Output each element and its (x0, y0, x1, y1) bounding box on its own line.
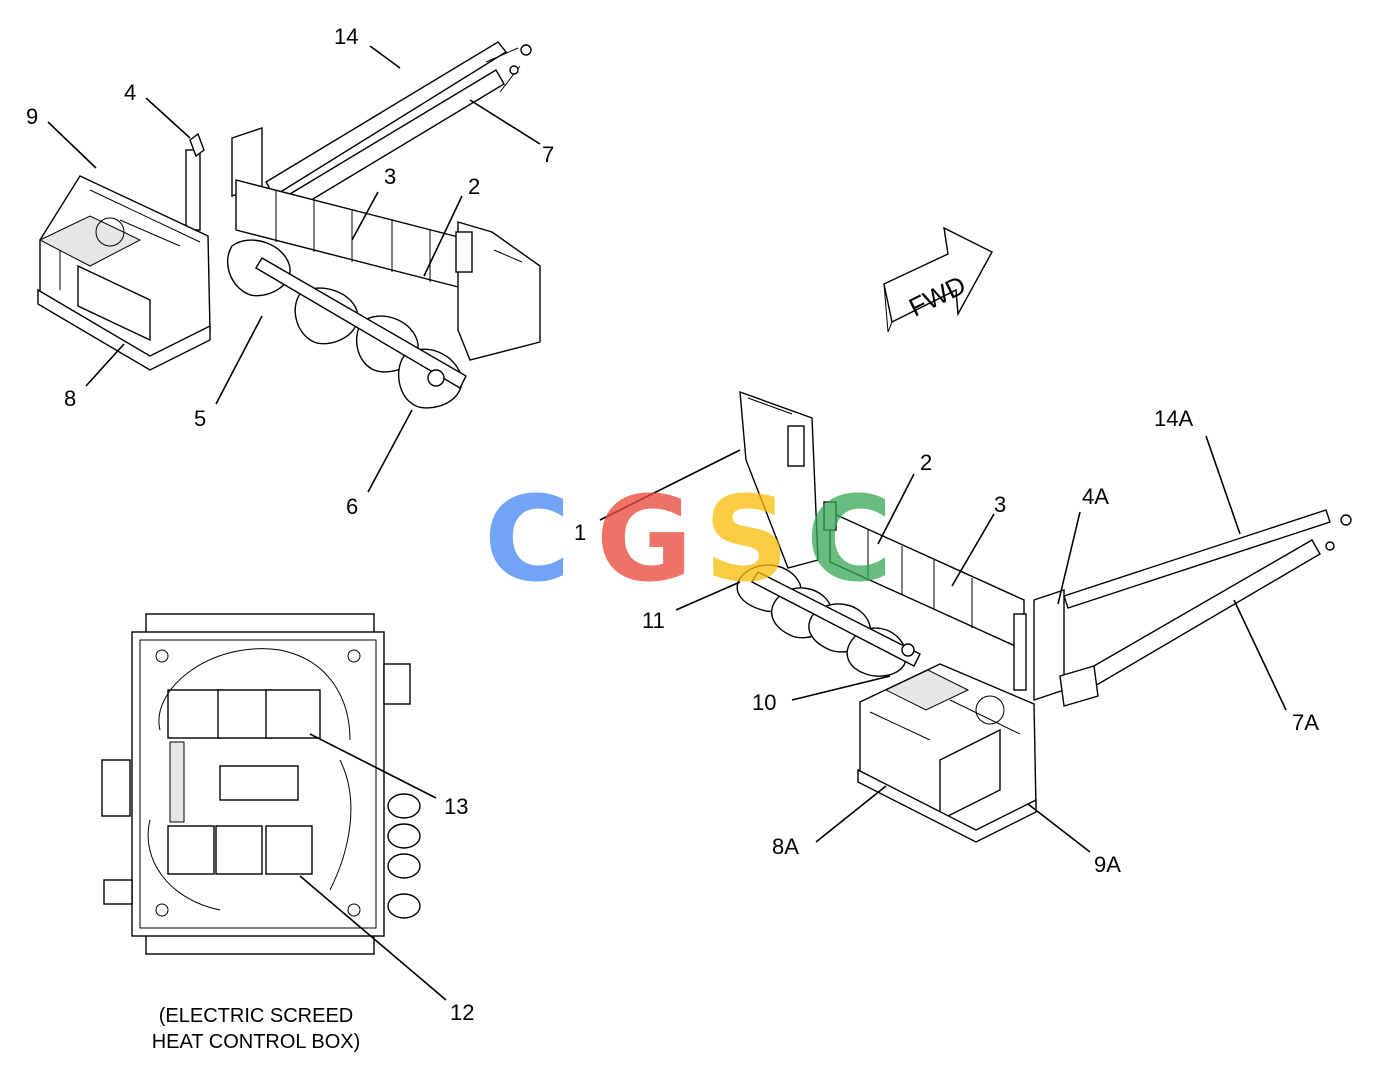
leader-lines (47, 45, 1287, 1001)
right-auger-assembly (736, 390, 1352, 843)
callout-12: 12 (450, 1000, 474, 1025)
callout-4: 4 (124, 80, 136, 105)
callout-8A: 8A (772, 834, 799, 859)
callout-8: 8 (64, 386, 76, 411)
caption-line-2: HEAT CONTROL BOX) (152, 1031, 361, 1053)
callout-labels: 14 4 9 7 3 2 8 5 6 14A 1 2 3 4A 11 10 7A… (26, 24, 1319, 1025)
left-auger-assembly (37, 41, 541, 409)
callout-3-right: 3 (994, 492, 1006, 517)
callout-11: 11 (642, 608, 665, 633)
callout-13: 13 (444, 794, 468, 819)
watermark-logo: C G S C (484, 470, 893, 608)
fwd-direction-arrow: FWD (883, 226, 993, 333)
watermark-letter-c1: C (484, 470, 571, 608)
callout-14A: 14A (1154, 406, 1193, 431)
callout-10: 10 (752, 690, 776, 715)
callout-9: 9 (26, 104, 38, 129)
control-box-caption: (ELECTRIC SCREED HEAT CONTROL BOX) (152, 1005, 361, 1053)
watermark-letter-s: S (704, 470, 789, 608)
callout-2-right: 2 (920, 450, 932, 475)
watermark-letter-c2: C (806, 470, 893, 608)
callout-7A: 7A (1292, 710, 1319, 735)
callout-1: 1 (574, 520, 586, 545)
callout-3-top: 3 (384, 164, 396, 189)
callout-4A: 4A (1082, 484, 1109, 509)
caption-line-1: (ELECTRIC SCREED (159, 1005, 353, 1027)
callout-5: 5 (194, 406, 206, 431)
callout-9A: 9A (1094, 852, 1121, 877)
callout-2-top: 2 (468, 174, 480, 199)
callout-6: 6 (346, 494, 358, 519)
control-box-assembly (101, 613, 421, 955)
watermark-letter-g: G (596, 470, 693, 608)
callout-7: 7 (542, 142, 554, 167)
callout-14: 14 (334, 24, 358, 49)
